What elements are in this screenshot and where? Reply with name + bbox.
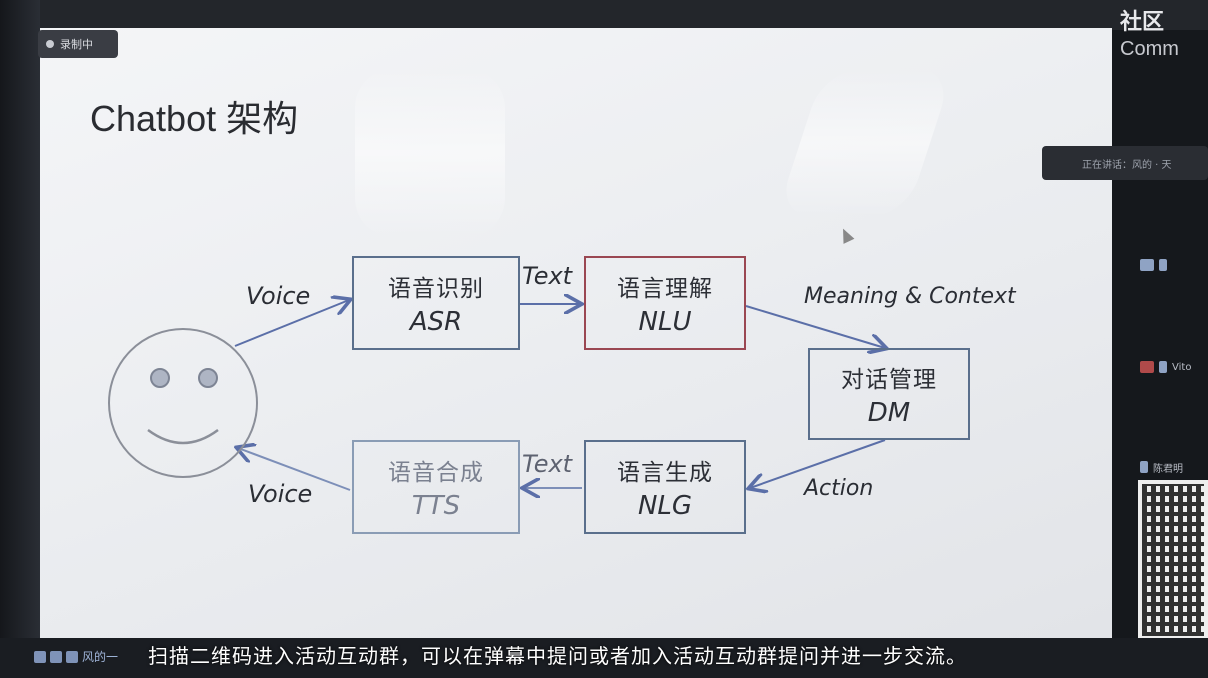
node-tts-cn: 语音合成 xyxy=(388,460,484,486)
chat-icon xyxy=(50,650,62,663)
face-eye xyxy=(150,368,170,388)
face-eye xyxy=(198,368,218,388)
node-nlg-en: NLG xyxy=(637,491,693,521)
node-nlu-en: NLU xyxy=(638,307,692,337)
edge-label-voice-in: Voice xyxy=(246,282,311,310)
mic-icon xyxy=(1159,259,1167,271)
speaking-tooltip: 正在讲话：风的 · 天 xyxy=(1042,146,1208,180)
arrow-face-to-asr xyxy=(234,300,349,347)
bottom-toolbar xyxy=(0,638,1208,678)
node-dm-en: DM xyxy=(867,398,911,428)
screen-top-bezel xyxy=(0,0,1208,30)
participant-name: 陈君明 xyxy=(1153,463,1183,475)
node-asr: 语音识别 ASR xyxy=(352,256,520,350)
node-dm: 对话管理 DM xyxy=(808,348,970,440)
arrow-dm-to-nlg xyxy=(750,439,886,488)
user-icon xyxy=(34,650,46,663)
arrow-nlu-to-dm xyxy=(745,305,885,348)
presentation-slide: Chatbot 架构 语音识别 ASR 语言理解 NLU 对话管理 DM 语言生… xyxy=(40,28,1112,638)
brand-sub-text: Comm xyxy=(1120,38,1179,60)
cloud-icon xyxy=(46,40,54,48)
screen-left-bezel xyxy=(0,0,40,678)
face-mouth xyxy=(147,428,219,445)
diagram-arrows xyxy=(40,28,1112,638)
recording-indicator[interactable]: 录制中 xyxy=(38,30,118,58)
participant-row[interactable] xyxy=(1140,254,1208,276)
edge-label-text-nlg-tts: Text xyxy=(522,450,573,478)
qr-code xyxy=(1138,480,1208,640)
node-nlg-cn: 语言生成 xyxy=(617,460,713,486)
node-nlu-cn: 语言理解 xyxy=(617,276,713,302)
node-nlg: 语言生成 NLG xyxy=(584,440,746,534)
edge-label-meaning-context: Meaning & Context xyxy=(804,284,1016,309)
node-dm-cn: 对话管理 xyxy=(841,367,937,393)
bottom-speaker: 风的一 xyxy=(34,648,118,665)
node-nlu: 语言理解 NLU xyxy=(584,256,746,350)
edge-label-voice-out: Voice xyxy=(248,480,313,508)
mic-icon xyxy=(66,650,78,663)
edge-label-action: Action xyxy=(804,476,874,501)
node-tts: 语音合成 TTS xyxy=(352,440,520,534)
participant-row[interactable]: 陈君明 xyxy=(1140,456,1208,478)
mic-icon xyxy=(1140,461,1148,473)
node-asr-en: ASR xyxy=(409,307,463,337)
participant-name: Vito xyxy=(1172,361,1192,373)
screen-glare xyxy=(355,68,505,238)
brand-logo-text: 社区 xyxy=(1120,9,1165,34)
live-subtitle: 扫描二维码进入活动互动群，可以在弹幕中提问或者加入活动互动群提问并进一步交流。 xyxy=(148,644,967,668)
mic-icon xyxy=(1159,361,1167,373)
recording-label: 录制中 xyxy=(60,38,93,51)
smiley-face-icon xyxy=(108,328,258,478)
edge-label-text-asr-nlu: Text xyxy=(522,262,573,290)
node-tts-en: TTS xyxy=(411,491,461,521)
participant-row[interactable]: Vito xyxy=(1140,356,1208,378)
node-asr-cn: 语音识别 xyxy=(388,276,484,302)
arrow-tts-to-face xyxy=(238,448,351,491)
slide-title: Chatbot 架构 xyxy=(90,98,299,139)
user-icon xyxy=(1140,259,1154,271)
video-off-icon xyxy=(1140,361,1154,373)
speaker-name: 风的一 xyxy=(82,650,119,664)
